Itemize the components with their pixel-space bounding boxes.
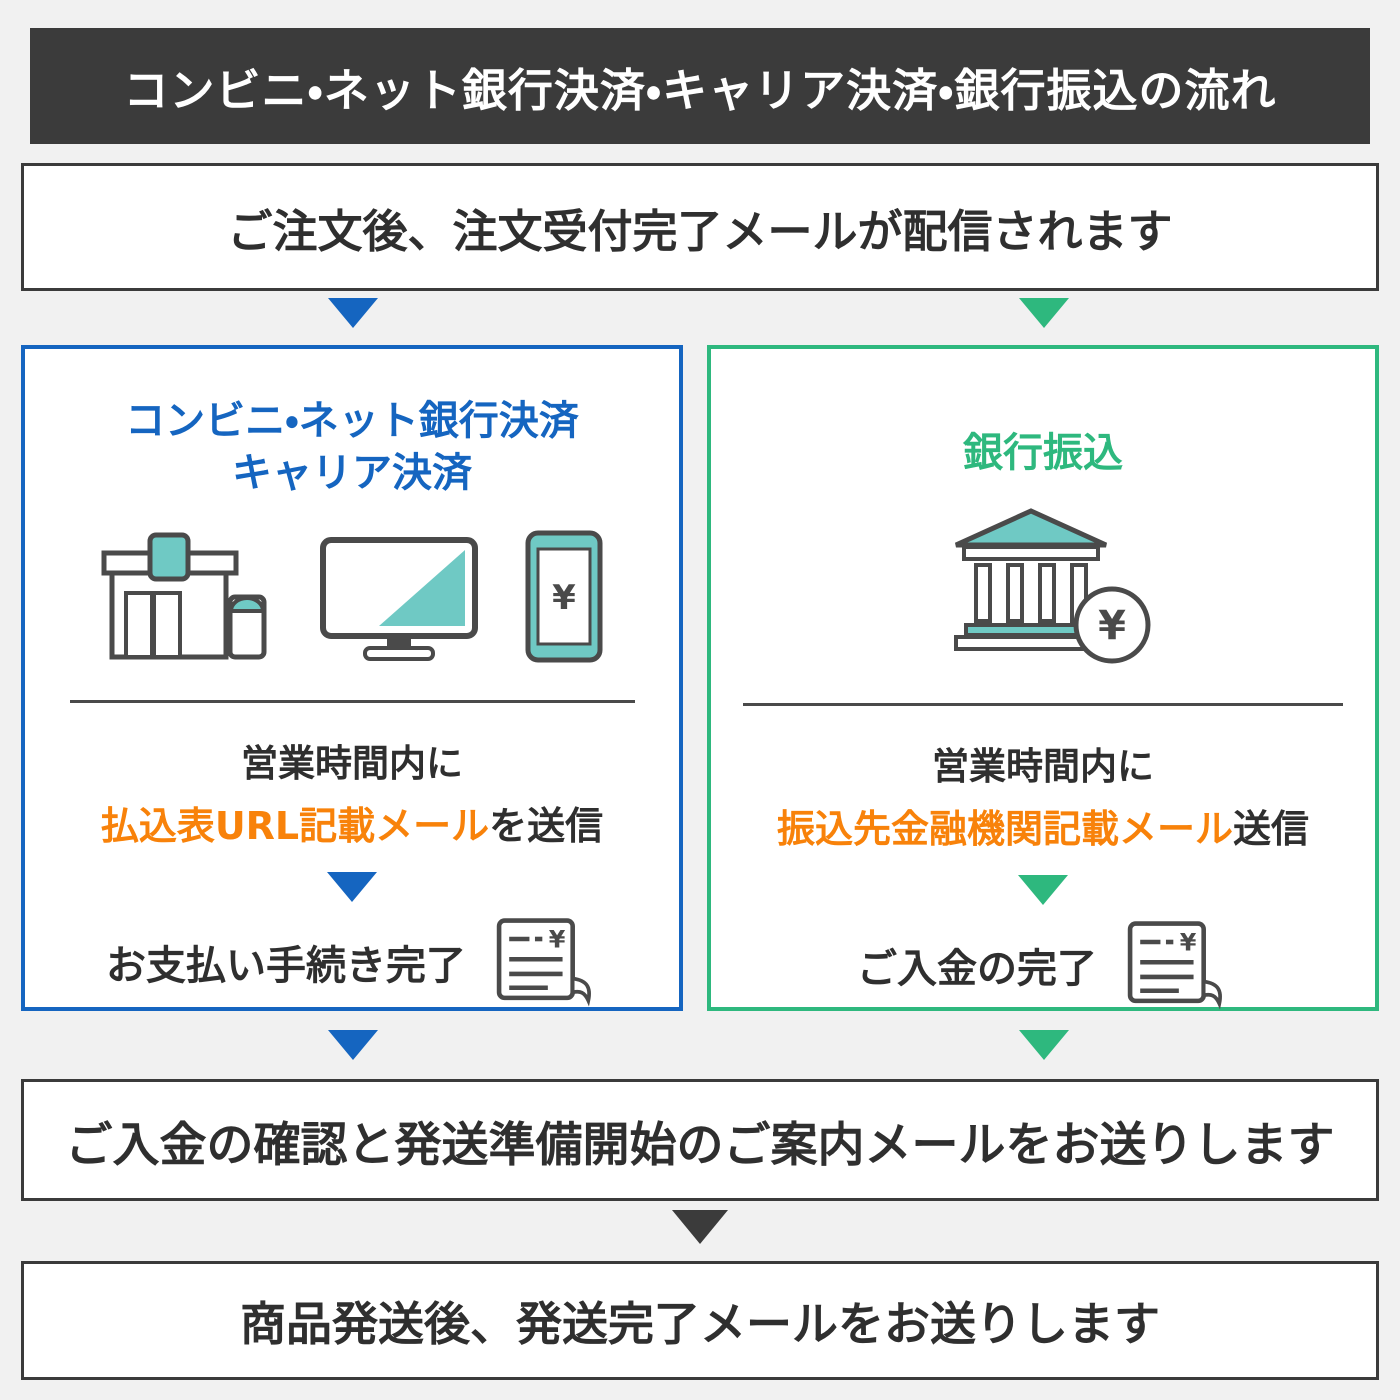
monitor-icon [319, 537, 478, 661]
receipt-yen-glyph: ¥ [1180, 928, 1197, 956]
left-hours-text: 営業時間内に [241, 742, 463, 785]
step-shipped: 商品発送後、発送完了メールをお送りします [21, 1261, 1379, 1380]
left-divider [69, 700, 635, 703]
arrow-down-green-bottom [1019, 1030, 1069, 1060]
left-mail-highlight: 払込表URL記載メール [100, 804, 490, 848]
right-hours-text: 営業時間内に [932, 745, 1154, 788]
payment-method-icons: ¥ [25, 529, 679, 664]
panel-left-title-line1: コンビニ・ネット銀行決済 [125, 398, 579, 444]
bank-icon-wrap: ¥ [711, 505, 1375, 667]
bank-yen-glyph: ¥ [1098, 603, 1126, 649]
smartphone-yen-glyph: ¥ [552, 578, 576, 618]
store-icon [101, 532, 266, 660]
right-complete-row: ご入金の完了 ¥ [711, 919, 1375, 1011]
arrow-down-blue-inner [327, 872, 377, 902]
right-mail-suffix: 送信 [1233, 807, 1310, 851]
receipt-yen-glyph: ¥ [549, 925, 566, 953]
arrow-down-blue-top [328, 298, 378, 328]
left-complete-row: お支払い手続き完了 ¥ [25, 916, 679, 1008]
panel-left-title-line2: キャリア決済 [232, 450, 472, 496]
arrow-down-green-top [1019, 298, 1069, 328]
left-mail-text: 払込表URL記載メールを送信 [25, 795, 679, 850]
bank-icon: ¥ [953, 508, 1150, 664]
step-payment-confirmed: ご入金の確認と発送準備開始のご案内メールをお送りします [21, 1079, 1379, 1201]
step-payment-confirmed-text: ご入金の確認と発送準備開始のご案内メールをお送りします [65, 1117, 1335, 1173]
left-complete-text: お支払い手続き完了 [106, 943, 466, 989]
step-order-received-text: ご注文後、注文受付完了メールが配信されます [227, 204, 1173, 258]
page-title-text: コンビニ・ネット銀行決済・キャリア決済・銀行振込の流れ [123, 63, 1277, 117]
right-mail-highlight: 振込先金融機関記載メール [776, 807, 1233, 851]
right-complete-text: ご入金の完了 [857, 946, 1097, 992]
right-mail-text: 振込先金融機関記載メール送信 [711, 798, 1375, 853]
arrow-down-green-inner [1018, 875, 1068, 905]
arrow-down-blue-bottom [328, 1030, 378, 1060]
panel-right-title: 銀行振込 [963, 430, 1123, 476]
left-mail-suffix: を送信 [489, 804, 604, 848]
page-title: コンビニ・ネット銀行決済・キャリア決済・銀行振込の流れ [30, 28, 1370, 144]
step-shipped-text: 商品発送後、発送完了メールをお送りします [240, 1296, 1160, 1351]
smartphone-icon: ¥ [525, 530, 602, 663]
arrow-down-dark [672, 1210, 728, 1244]
panel-left-title: コンビニ・ネット銀行決済 キャリア決済 [25, 395, 679, 499]
right-divider [743, 703, 1343, 706]
panel-bank-transfer: 銀行振込 ¥ 営業時間内に 振込先金融機関記載メール送信 ご入金の完了 [707, 345, 1379, 1011]
panel-konbini-netbank-carrier: コンビニ・ネット銀行決済 キャリア決済 ¥ [21, 345, 683, 1011]
receipt-icon: ¥ [496, 918, 591, 1007]
receipt-icon: ¥ [1127, 921, 1222, 1010]
step-order-received: ご注文後、注文受付完了メールが配信されます [21, 163, 1379, 291]
